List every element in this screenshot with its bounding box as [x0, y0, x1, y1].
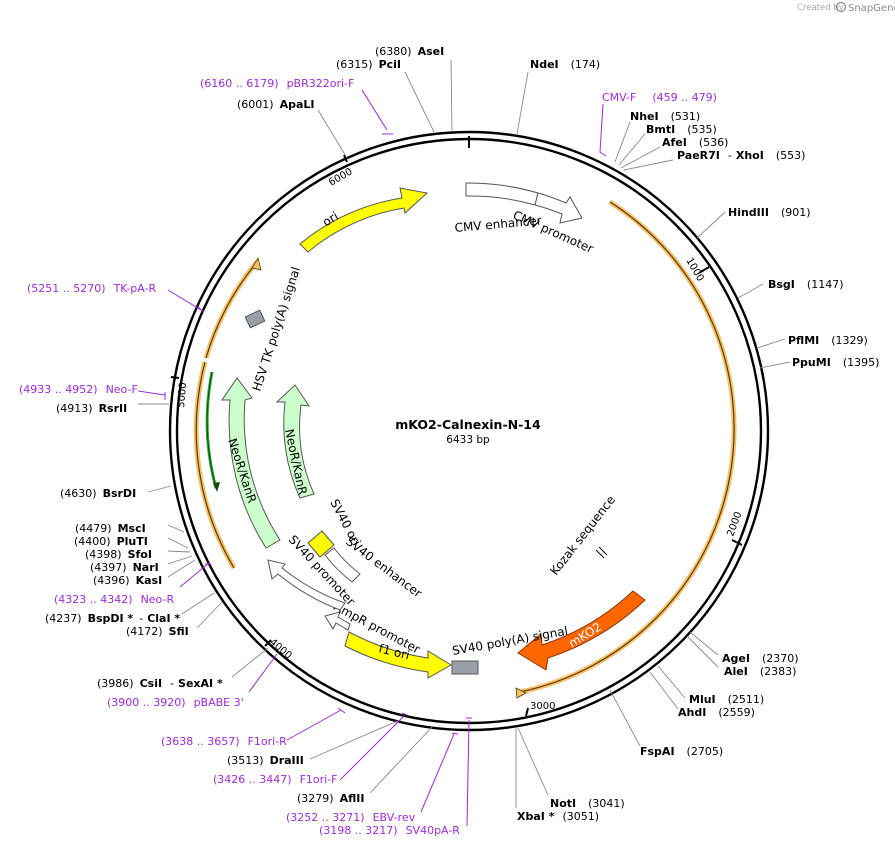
branding-prefix: Created by — [797, 3, 844, 13]
tick-6000 — [343, 154, 348, 163]
enzyme-bspDI-claI[interactable]: (4237)BspDI *-ClaI * — [45, 612, 180, 625]
feature-label-neor-kanr-inner: NeoR/KanR — [282, 428, 310, 496]
feature-label-sv40-ori: SV40 ori — [327, 497, 363, 548]
enzyme-ndeI[interactable]: NdeI(174) — [530, 58, 600, 71]
tick-label-4000: 4000 — [267, 637, 294, 662]
branding-name: SnapGene — [848, 3, 895, 14]
enzyme-pciI[interactable]: (6315)PciI — [336, 58, 401, 71]
feature-label-kozak-sequence: Kozak sequence — [547, 493, 618, 578]
orf-arcs — [193, 199, 737, 699]
tick-2000 — [731, 539, 743, 546]
enzyme-fspAI[interactable]: FspAI(2705) — [640, 745, 723, 758]
branding: Created by SnapGene — [797, 1, 895, 14]
enzyme-apaLI[interactable]: (6001)ApaLI — [237, 98, 315, 111]
enzyme-pflMI[interactable]: PflMI(1329) — [788, 334, 868, 347]
enzyme-pluTI[interactable]: (4400)PluTI — [74, 535, 148, 548]
enzyme-notI[interactable]: NotI(3041) — [550, 797, 625, 810]
enzyme-mluI[interactable]: MluI(2511) — [689, 693, 764, 706]
primer-sv40pa-r[interactable]: (3198 .. 3217)SV40pA-R — [319, 824, 460, 837]
feature-hsv-tk-polya-box[interactable] — [244, 309, 266, 329]
enzyme-afeI[interactable]: AfeI(536) — [662, 136, 728, 149]
primer-tk-pa-r[interactable]: (5251 .. 5270)TK-pA-R — [27, 282, 157, 295]
primer-cmv-f[interactable]: CMV-F(459 .. 479) — [602, 91, 717, 104]
enzyme-bmtI[interactable]: BmtI(535) — [646, 123, 717, 136]
tick-marks — [170, 136, 743, 717]
primer-neo-f[interactable]: (4933 .. 4952)Neo-F — [19, 383, 138, 396]
tick-4000 — [264, 639, 272, 647]
feature-neor-kanr-inner-arrow[interactable] — [275, 384, 315, 499]
tick-5000 — [170, 376, 180, 379]
feature-label-cmv-promoter: CMV promoter — [511, 208, 596, 256]
feature-sv40-enhancer-arrow[interactable] — [324, 547, 361, 583]
enzyme-ppuMI[interactable]: PpuMI(1395) — [792, 356, 879, 369]
feature-cmv-enhancer-arrow[interactable] — [465, 182, 539, 206]
enzyme-leaders — [138, 59, 791, 808]
enzyme-ahdI[interactable]: AhdI(2559) — [678, 706, 755, 719]
feature-kozak-sequence[interactable] — [595, 546, 608, 559]
tick-label-5000: 5000 — [176, 382, 189, 408]
enzyme-sfoI[interactable]: (4398)SfoI — [85, 548, 152, 561]
primer-pbabe-3[interactable]: (3900 .. 3920)pBABE 3' — [107, 696, 244, 709]
feature-label-hsv-tk-polya: HSV TK poly(A) signal — [250, 265, 303, 393]
enzyme-mscI[interactable]: (4479)MscI — [75, 522, 146, 535]
tick-3000 — [525, 707, 529, 717]
enzyme-ageI[interactable]: AgeI(2370) — [722, 652, 799, 665]
primer-neo-r[interactable]: (4323 .. 4342)Neo-R — [54, 593, 174, 606]
plasmid-size: 6433 bp — [446, 434, 490, 446]
feature-cmv-promoter-arrow[interactable] — [534, 192, 583, 224]
enzyme-aseI[interactable]: (6380)AseI — [375, 45, 444, 58]
enzyme-rsrII[interactable]: (4913)RsrII — [56, 402, 127, 415]
tick-label-3000: 3000 — [530, 701, 555, 712]
enzyme-hindIII[interactable]: HindIII(901) — [728, 206, 811, 219]
feature-sv40-ori-box[interactable] — [307, 530, 335, 558]
primer-ebv-rev[interactable]: (3252 .. 3271)EBV-rev — [286, 811, 416, 824]
enzyme-aleI[interactable]: AleI(2383) — [724, 665, 796, 678]
enzyme-xbaI[interactable]: XbaI *(3051) — [517, 810, 599, 823]
feature-sv40-polya-box[interactable] — [451, 660, 479, 675]
enzyme-paeR7I-xhoI[interactable]: PaeR7I-XhoI(553) — [677, 149, 805, 162]
primer-leaders — [137, 89, 607, 827]
feature-f1-ori-arrow[interactable] — [344, 631, 452, 679]
enzyme-aflII[interactable]: (3279)AflII — [297, 792, 364, 805]
enzyme-bsgI[interactable]: BsgI(1147) — [768, 278, 843, 291]
enzyme-labels: (6380)AseI (6315)PciI (6001)ApaLI NdeI(1… — [45, 45, 879, 823]
primer-f1ori-r[interactable]: (3638 .. 3657)F1ori-R — [161, 735, 287, 748]
feature-sv40-promoter-arrow[interactable] — [267, 559, 346, 611]
snapgene-logo-icon — [835, 1, 847, 13]
enzyme-draIII[interactable]: (3513)DraIII — [227, 754, 304, 767]
feature-ori-arrow[interactable] — [299, 187, 429, 253]
enzyme-nheI[interactable]: NheI(531) — [630, 110, 700, 123]
plasmid-name: mKO2-Calnexin-N-14 — [395, 417, 541, 432]
primer-f1ori-f[interactable]: (3426 .. 3447)F1ori-F — [213, 773, 338, 786]
enzyme-narI[interactable]: (4397)NarI — [90, 561, 159, 574]
primer-pbr322ori-f[interactable]: (6160 .. 6179)pBR322ori-F — [200, 77, 354, 90]
feature-mko2-arrow[interactable] — [517, 590, 646, 671]
plasmid-title: mKO2-Calnexin-N-14 6433 bp — [395, 417, 541, 446]
enzyme-sfiI[interactable]: (4172)SfiI — [126, 625, 189, 638]
primer-labels: (6160 .. 6179)pBR322ori-F CMV-F(459 .. 4… — [19, 77, 717, 837]
feature-neor-kanr-outer-arrow[interactable] — [221, 377, 281, 549]
enzyme-csiI-sexAI[interactable]: (3986)CsiI-SexAI * — [97, 677, 223, 690]
enzyme-kasI[interactable]: (4396)KasI — [93, 574, 162, 587]
feature-ampr-promoter-arrow[interactable] — [324, 611, 351, 631]
enzyme-bsrDI[interactable]: (4630)BsrDI — [60, 487, 136, 500]
tick-1000 — [698, 266, 710, 274]
